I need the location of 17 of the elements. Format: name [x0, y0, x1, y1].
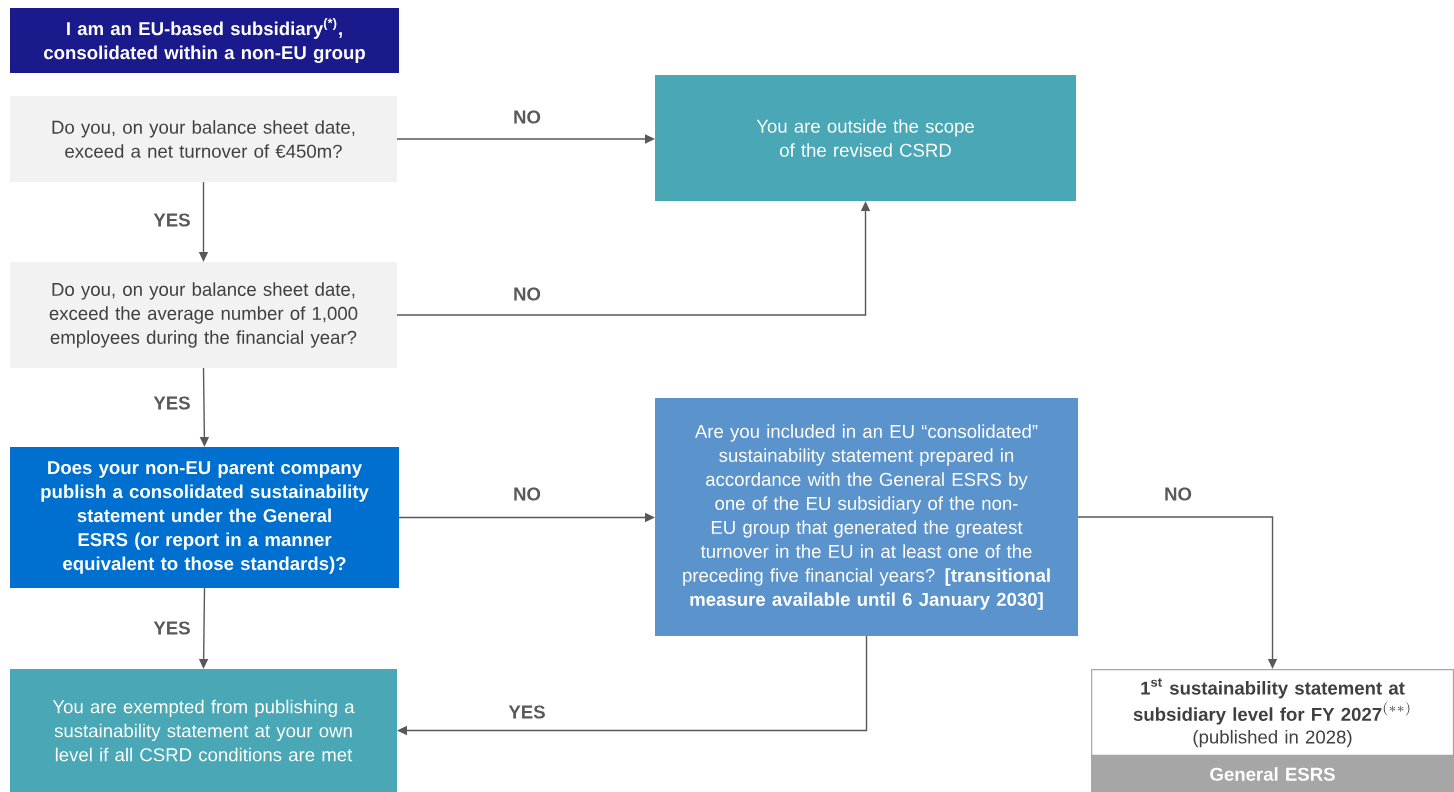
standard-band: General ESRS	[1091, 756, 1454, 792]
edge-label: YES	[153, 621, 190, 635]
edge-label: NO	[514, 487, 541, 501]
heading-box: I am an EU-based subsidiary$^{(*)}$, consolidated within a non-EU group	[10, 8, 399, 73]
outcome-box: You are exempted from publishing a sustainability statement at your own level if all CSRD conditions are met	[10, 669, 397, 792]
edge-label: NO	[1165, 487, 1192, 501]
question-box: Are you included in an EU “consolidated” sustainability statement prepared in accordance with the General ESRS by one of the EU subsidiary of the non-EU group that generated the greatest turnover in the EU in at least one of the preceding five financial years? [transitional measure available until 6 January 2030]	[655, 398, 1078, 636]
question-box: Do you, on your balance sheet date, exceed a net turnover of €450m?	[10, 96, 397, 182]
edge-label: YES	[508, 705, 545, 719]
edge-label: YES	[153, 213, 190, 227]
edge-label: YES	[153, 396, 190, 410]
outcome-box: You are outside the scope of the revised CSRD	[655, 75, 1076, 201]
question-box: Do you, on your balance sheet date, exceed the average number of 1,000 employees during the financial year?	[10, 262, 397, 368]
outcome-box: $\begin{array}{c}\text{1}^{\text{st}}\text{ sustainability statement at}\\\text{subsidiary level for FY 2027}^{(**)}\end{array}$ (published in 2028)	[1091, 669, 1454, 756]
edge-label: NO	[514, 287, 541, 301]
edge-label: NO	[514, 110, 541, 124]
question-box: Does your non-EU parent company publish a consolidated sustainability statement under the General ESRS (or report in a manner equivalent to those standards)?	[10, 447, 399, 588]
